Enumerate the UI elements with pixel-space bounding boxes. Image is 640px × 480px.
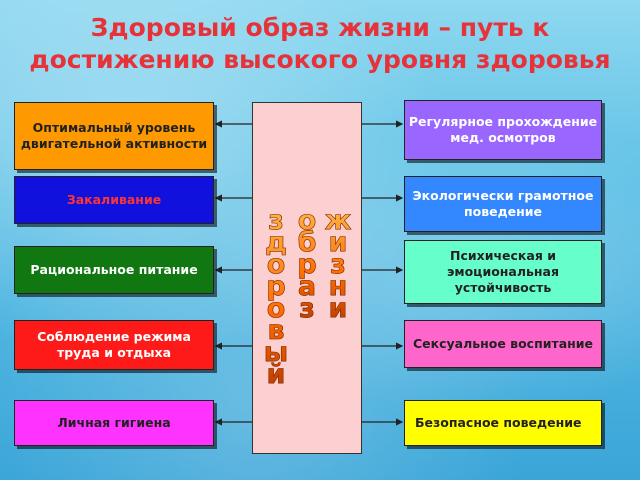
center-letter: б <box>297 227 317 258</box>
center-letter: а <box>297 271 317 302</box>
center-letter: з <box>330 249 346 280</box>
box-label: Соблюдение режима труда и отдыха <box>37 329 191 360</box>
box-work-rest: Соблюдение режима труда и отдыха <box>14 320 214 370</box>
box-label: Закаливание <box>66 192 162 207</box>
center-letter: р <box>266 271 286 302</box>
box-physical-activity: Оптимальный уровень двигательной активно… <box>14 102 214 170</box>
box-label: Экологически грамотное поведение <box>412 188 594 219</box>
center-letter: д <box>265 227 287 258</box>
center-letter: з <box>299 293 315 324</box>
center-letter: з <box>268 205 284 236</box>
box-safe-behavior: Безопасное поведение <box>404 400 602 446</box>
box-ecological-behavior: Экологически грамотное поведение <box>404 176 602 232</box>
box-nutrition: Рациональное питание <box>14 246 214 294</box>
center-letter: в <box>267 315 285 346</box>
box-label: Регулярное прохождение мед. осмотров <box>408 114 598 145</box>
box-medical-checkups: Регулярное прохождение мед. осмотров <box>404 100 602 160</box>
center-letter: и <box>328 227 348 258</box>
box-label: Психическая и эмоциональная устойчивость <box>446 248 560 295</box>
center-pillar <box>252 102 362 454</box>
box-label: Безопасное поведение <box>415 415 582 430</box>
box-label: Сексуальное воспитание <box>412 336 594 351</box>
box-hygiene: Личная гигиена <box>14 400 214 446</box>
center-letter: о <box>266 293 286 324</box>
box-label: Оптимальный уровень двигательной активно… <box>20 120 208 151</box>
center-letter: о <box>297 205 317 236</box>
center-letter: р <box>297 249 317 280</box>
box-psych-stability: Психическая и эмоциональная устойчивость <box>404 240 602 304</box>
center-letter: ж <box>324 205 352 236</box>
box-hardening: Закаливание <box>14 176 214 224</box>
box-label: Рациональное питание <box>30 262 198 277</box>
center-letter: н <box>328 271 348 302</box>
center-letter: о <box>266 249 286 280</box>
slide-title: Здоровый образ жизни – путь к достижению… <box>29 13 611 74</box>
center-letter: и <box>328 293 348 324</box>
center-letter: й <box>266 359 286 390</box>
box-label: Личная гигиена <box>57 415 171 430</box>
box-sex-education: Сексуальное воспитание <box>404 320 602 368</box>
center-letter: ы <box>263 337 289 368</box>
